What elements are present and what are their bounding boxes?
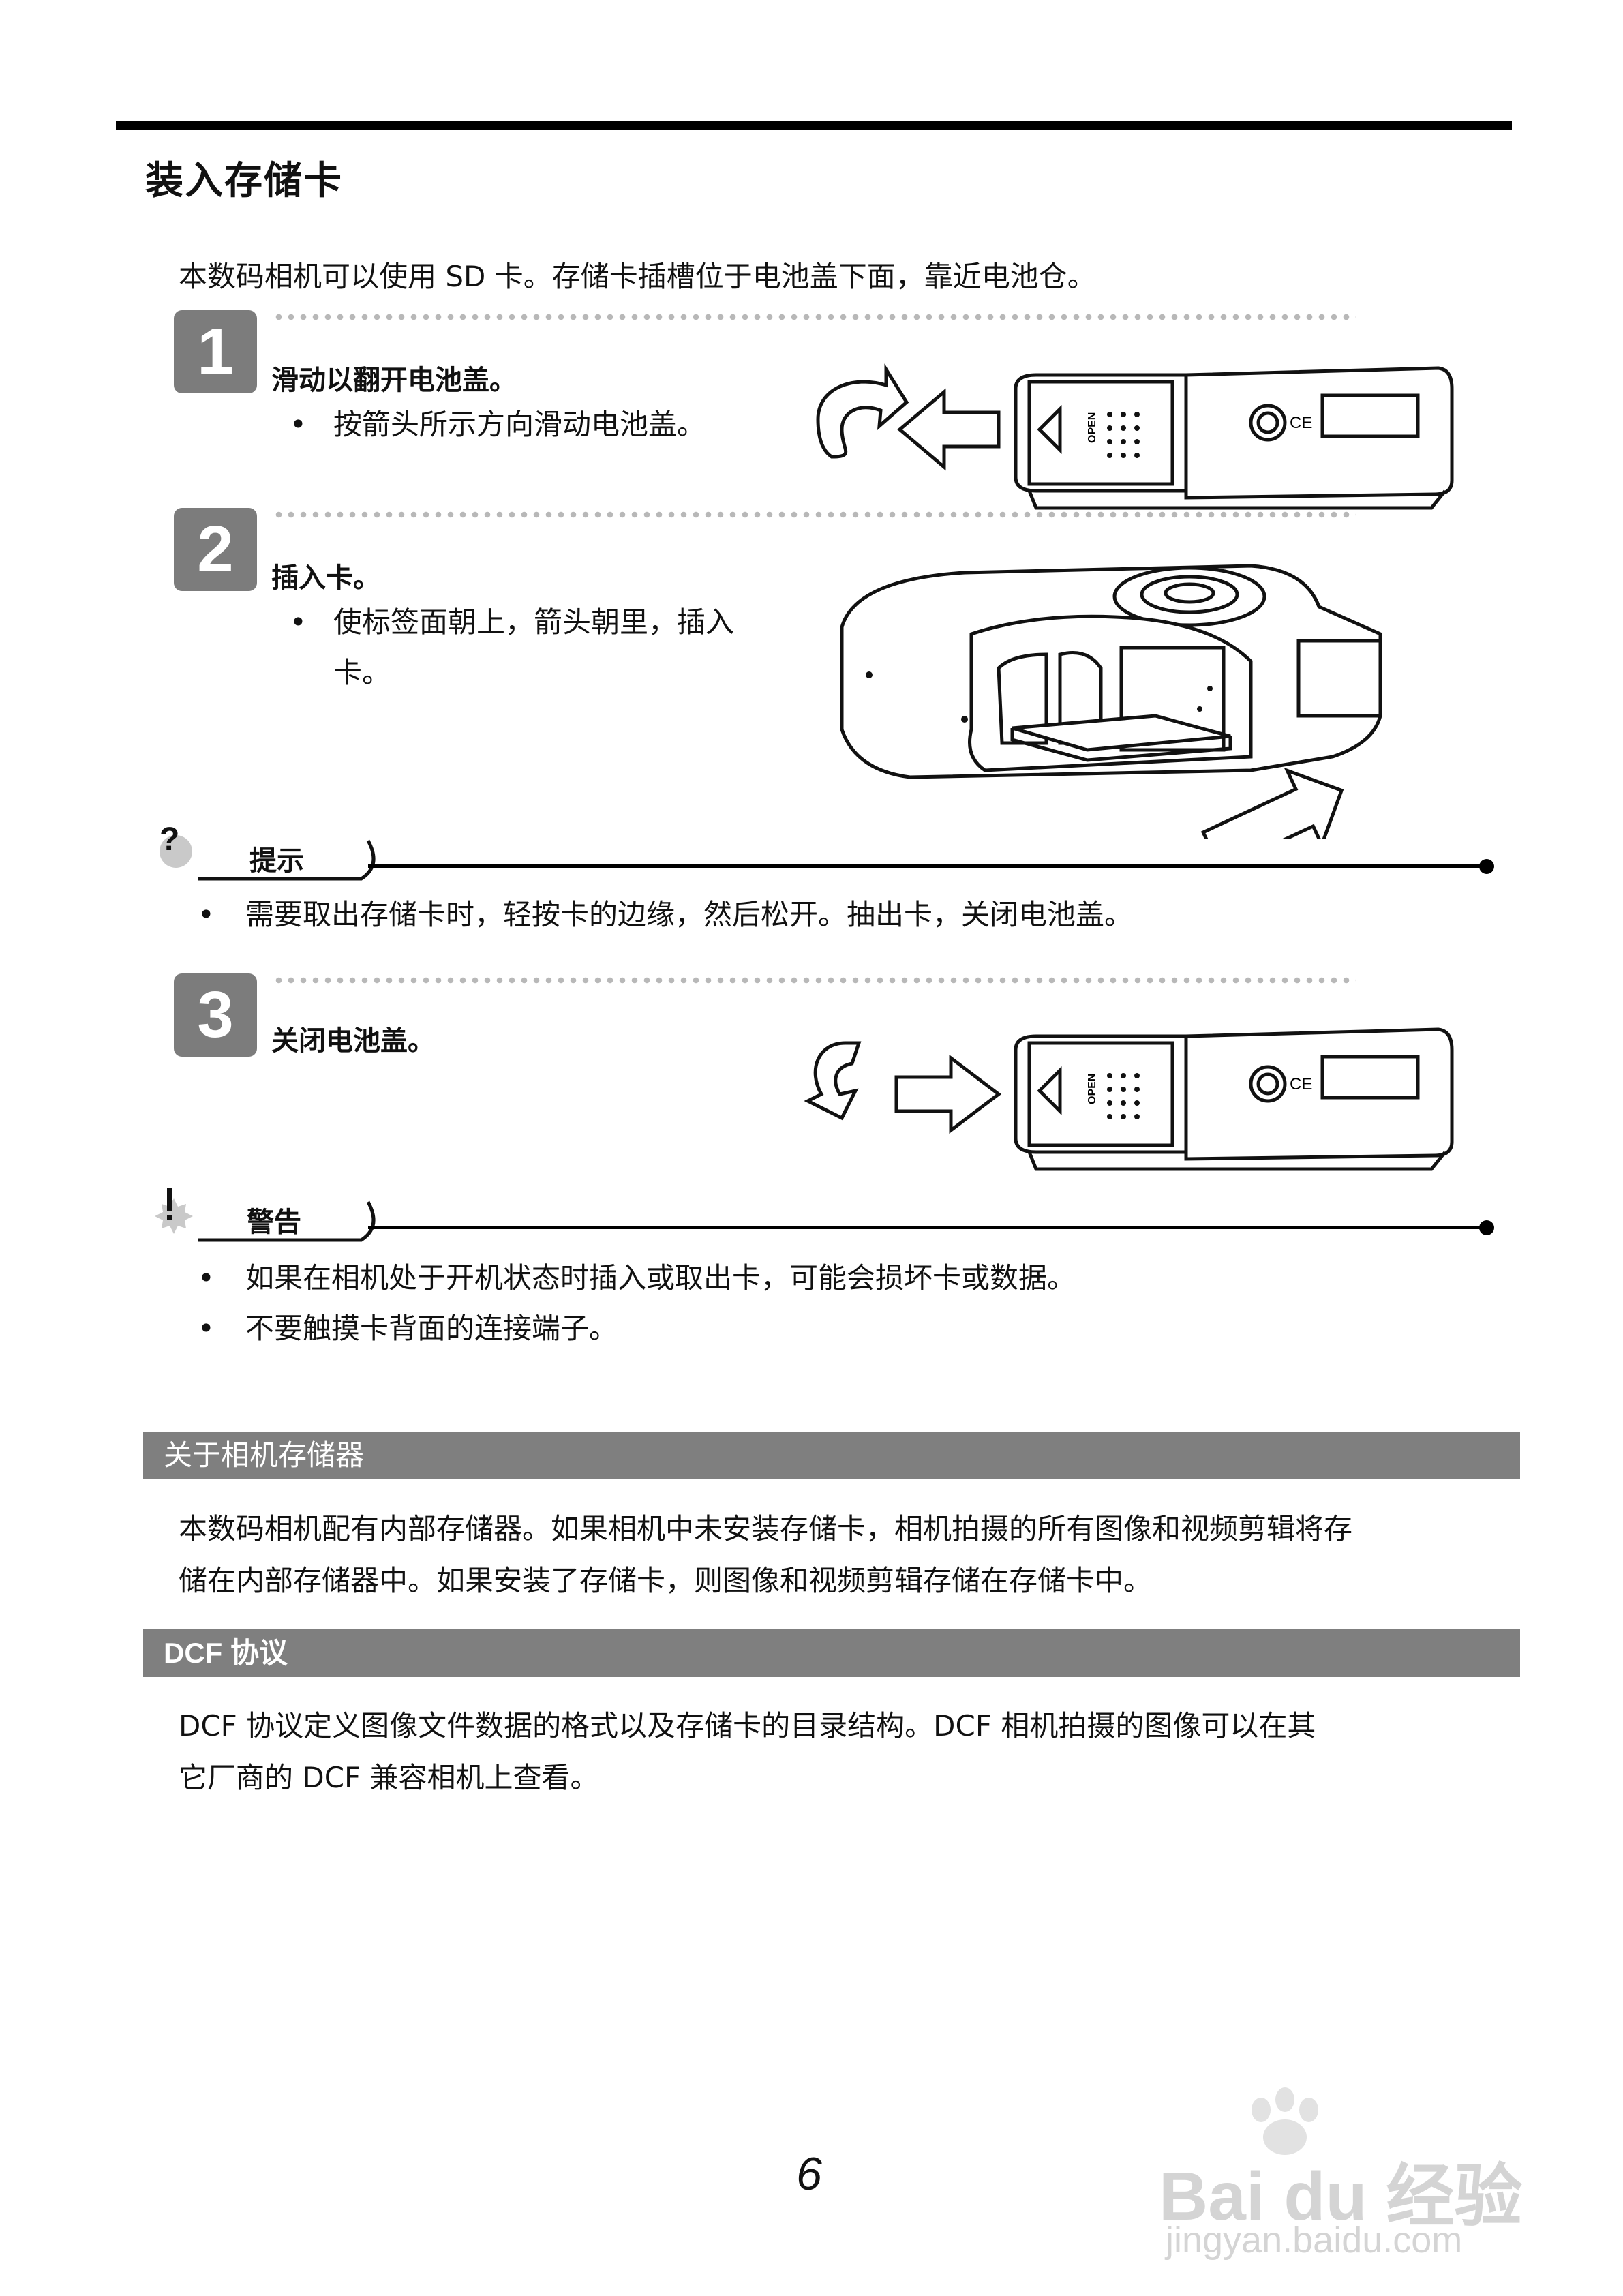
tip-label: 提示 [249,845,304,877]
section-paragraph-line: 储在内部存储器中。如果安装了存储卡，则图像和视频剪辑存储在存储卡中。 [179,1564,1153,1597]
tip-tab-outline [198,839,376,881]
warning-item: •不要触摸卡背面的连接端子。 [198,1312,618,1345]
section-paragraph-line: DCF 协议定义图像文件数据的格式以及存储卡的目录结构。DCF 相机拍摄的图像可… [179,1709,1316,1742]
open-label: OPEN [1087,412,1098,443]
warning-item: •如果在相机处于开机状态时插入或取出卡，可能会损坏卡或数据。 [198,1261,1076,1295]
open-label: OPEN [1087,1074,1098,1104]
paw-logo-icon [1252,2087,1318,2155]
arrow-right-icon [1200,767,1344,839]
step-title: 滑动以翻开电池盖。 [271,365,517,396]
section-paragraph-line: 本数码相机配有内部存储器。如果相机中未安装存储卡，相机拍摄的所有图像和视频剪辑将… [179,1512,1353,1545]
list-item: •使标签面朝上，箭头朝里，插入 [290,605,735,639]
insert-card-illustration [840,564,1382,839]
ce-mark: CE [1290,414,1312,432]
arrow-left-icon [897,388,1001,471]
step-divider [273,977,1356,984]
header-rule [116,121,1512,130]
warning-icon [147,1186,201,1241]
list-item: •按箭头所示方向滑动电池盖。 [290,408,706,441]
tip-rule [368,864,1486,868]
warning-tab-outline [198,1200,376,1242]
open-battery-cover-illustration: OPEN CE [816,363,1454,510]
step-divider [273,511,1356,518]
warning-rule-end [1479,1220,1494,1235]
arrow-right-icon [894,1054,1002,1134]
page-number: 6 [796,2148,822,2200]
watermark-brand: Bai du 经验 [1159,2158,1523,2235]
close-battery-cover-illustration: OPEN CE [804,1027,1454,1171]
page-title: 装入存储卡 [145,159,343,203]
list-item-continuation: 卡。 [333,656,391,689]
ce-mark: CE [1290,1075,1312,1093]
tip-rule-end [1479,859,1494,874]
warning-label: 警告 [247,1207,301,1238]
step-title: 插入卡。 [271,562,380,594]
tip-item: •需要取出存储卡时，轻按卡的边缘，然后松开。抽出卡，关闭电池盖。 [198,898,1134,931]
step-number-badge: 1 [174,310,257,393]
rotate-arrow-icon [804,1041,862,1121]
rotate-arrow-icon [816,363,909,459]
section-paragraph-line: 它厂商的 DCF 兼容相机上查看。 [179,1761,599,1794]
watermark: Bai du 经验 jingyan.baidu.com [1159,2086,1554,2263]
section-heading: 关于相机存储器 [143,1432,1520,1479]
step-title: 关闭电池盖。 [271,1025,435,1057]
question-icon: ? [150,821,198,869]
step-divider [273,314,1356,320]
svg-text:?: ? [160,821,179,858]
section-heading: DCF 协议 [143,1629,1520,1677]
watermark-url: jingyan.baidu.com [1166,2220,1463,2261]
intro-text: 本数码相机可以使用 SD 卡。存储卡插槽位于电池盖下面，靠近电池仓。 [179,260,1096,293]
step-number-badge: 2 [174,508,257,591]
warning-rule [368,1226,1486,1229]
step-number-badge: 3 [174,973,257,1057]
